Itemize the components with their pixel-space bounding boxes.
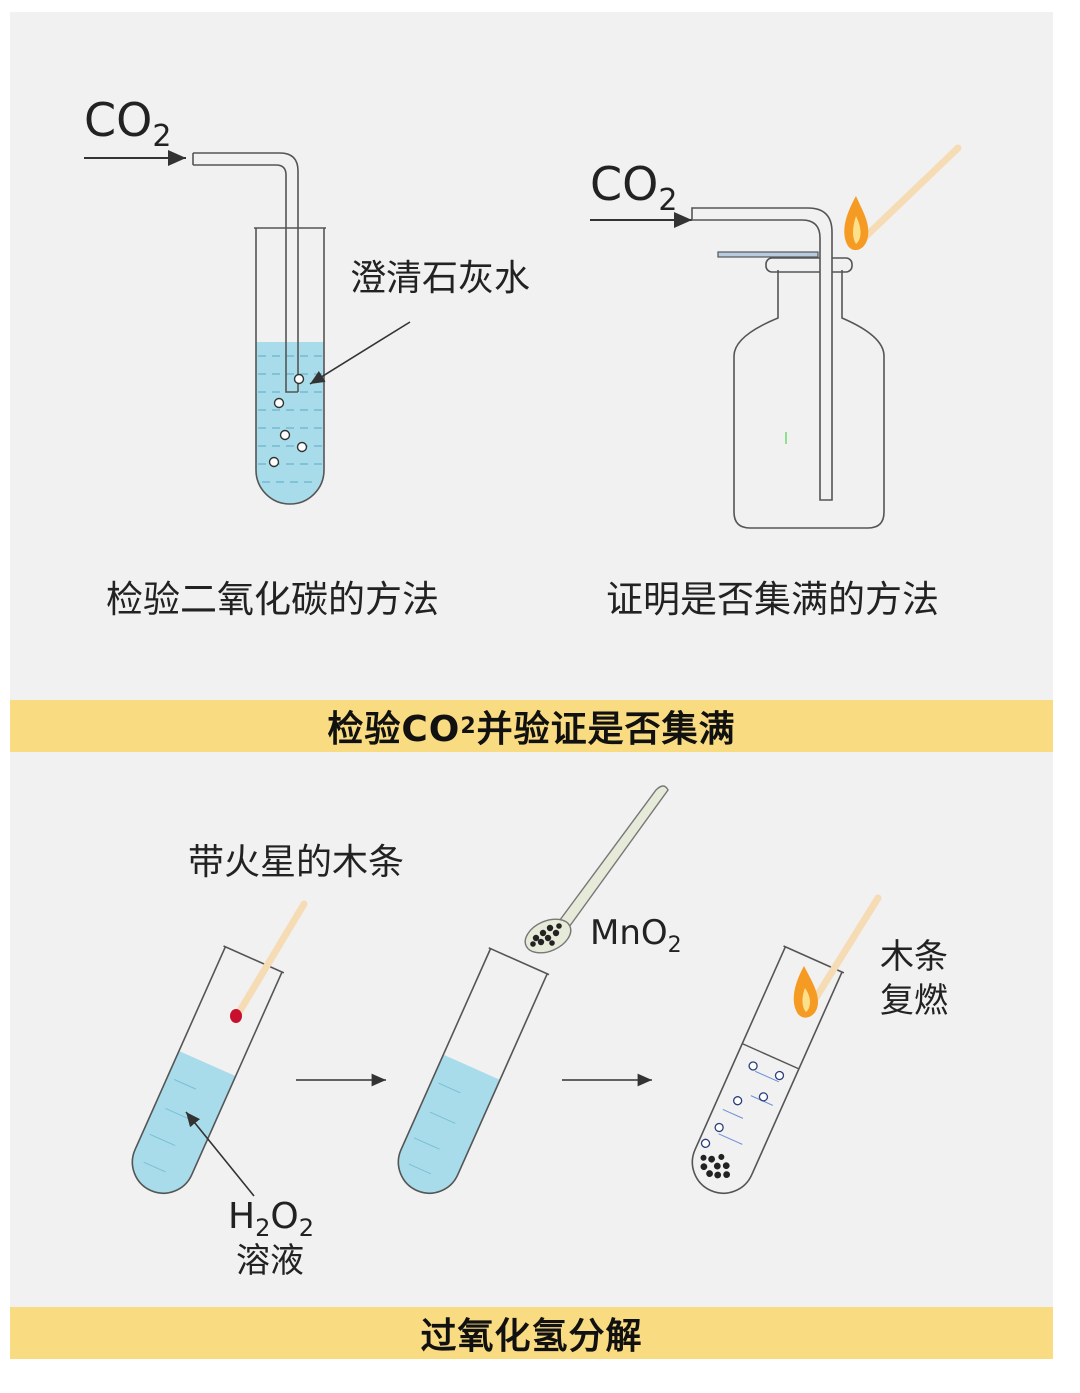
banner-top-post: 并验证是否集满 xyxy=(476,709,736,750)
splint-label: 带火星的木条 xyxy=(188,842,404,883)
result-label-line1: 木条 xyxy=(880,937,948,977)
test-tube-1 xyxy=(255,228,325,505)
test-tube-4 xyxy=(691,945,845,1194)
delivery-tube-2 xyxy=(691,207,833,501)
result-label-line2: 复燃 xyxy=(880,981,948,1021)
banner-bottom-text: 过氧化氢分解 xyxy=(420,1316,643,1357)
ember-icon xyxy=(230,1009,242,1023)
top-panel xyxy=(10,12,1053,700)
limewater-label: 澄清石灰水 xyxy=(350,258,530,299)
gas-bubbles-1 xyxy=(268,373,308,468)
glass-plate xyxy=(717,251,819,258)
gas-label-right: CO2 xyxy=(590,157,677,218)
delivery-tube-1 xyxy=(193,152,299,392)
spoon-with-catalyst xyxy=(524,785,669,954)
h2o2-formula: H2O2 xyxy=(228,1196,314,1242)
gas-label-left: CO2 xyxy=(84,93,171,154)
burning-splint-top xyxy=(858,144,962,244)
limewater-liquid xyxy=(256,342,324,504)
co2-limewater-test: CO2 xyxy=(84,93,530,621)
glowing-splint xyxy=(234,900,308,1018)
test-tube-3 xyxy=(397,947,550,1194)
banner-h2o2-decomposition: 过氧化氢分解 xyxy=(10,1307,1053,1359)
h2o2-decomposition: 带火星的木条 H2O2 溶液 xyxy=(131,785,948,1281)
banner-top-sub: 2 xyxy=(460,713,477,739)
test-tube-2 xyxy=(131,945,285,1194)
gas-jar xyxy=(733,270,885,529)
burning-splint-bottom xyxy=(808,894,882,1008)
gas-jar-neck xyxy=(765,257,853,273)
solution-pointer xyxy=(185,1111,255,1197)
caption-left: 检验二氧化碳的方法 xyxy=(106,578,439,621)
bottom-panel xyxy=(10,752,1053,1307)
co2-full-test: CO2 证明是否集满的方法 xyxy=(590,144,962,621)
limewater-pointer xyxy=(309,321,411,385)
solution-word: 溶液 xyxy=(236,1241,304,1281)
banner-top-pre: 检验CO xyxy=(327,709,461,750)
caption-right: 证明是否集满的方法 xyxy=(606,578,939,621)
catalyst-label: MnO2 xyxy=(590,913,682,958)
